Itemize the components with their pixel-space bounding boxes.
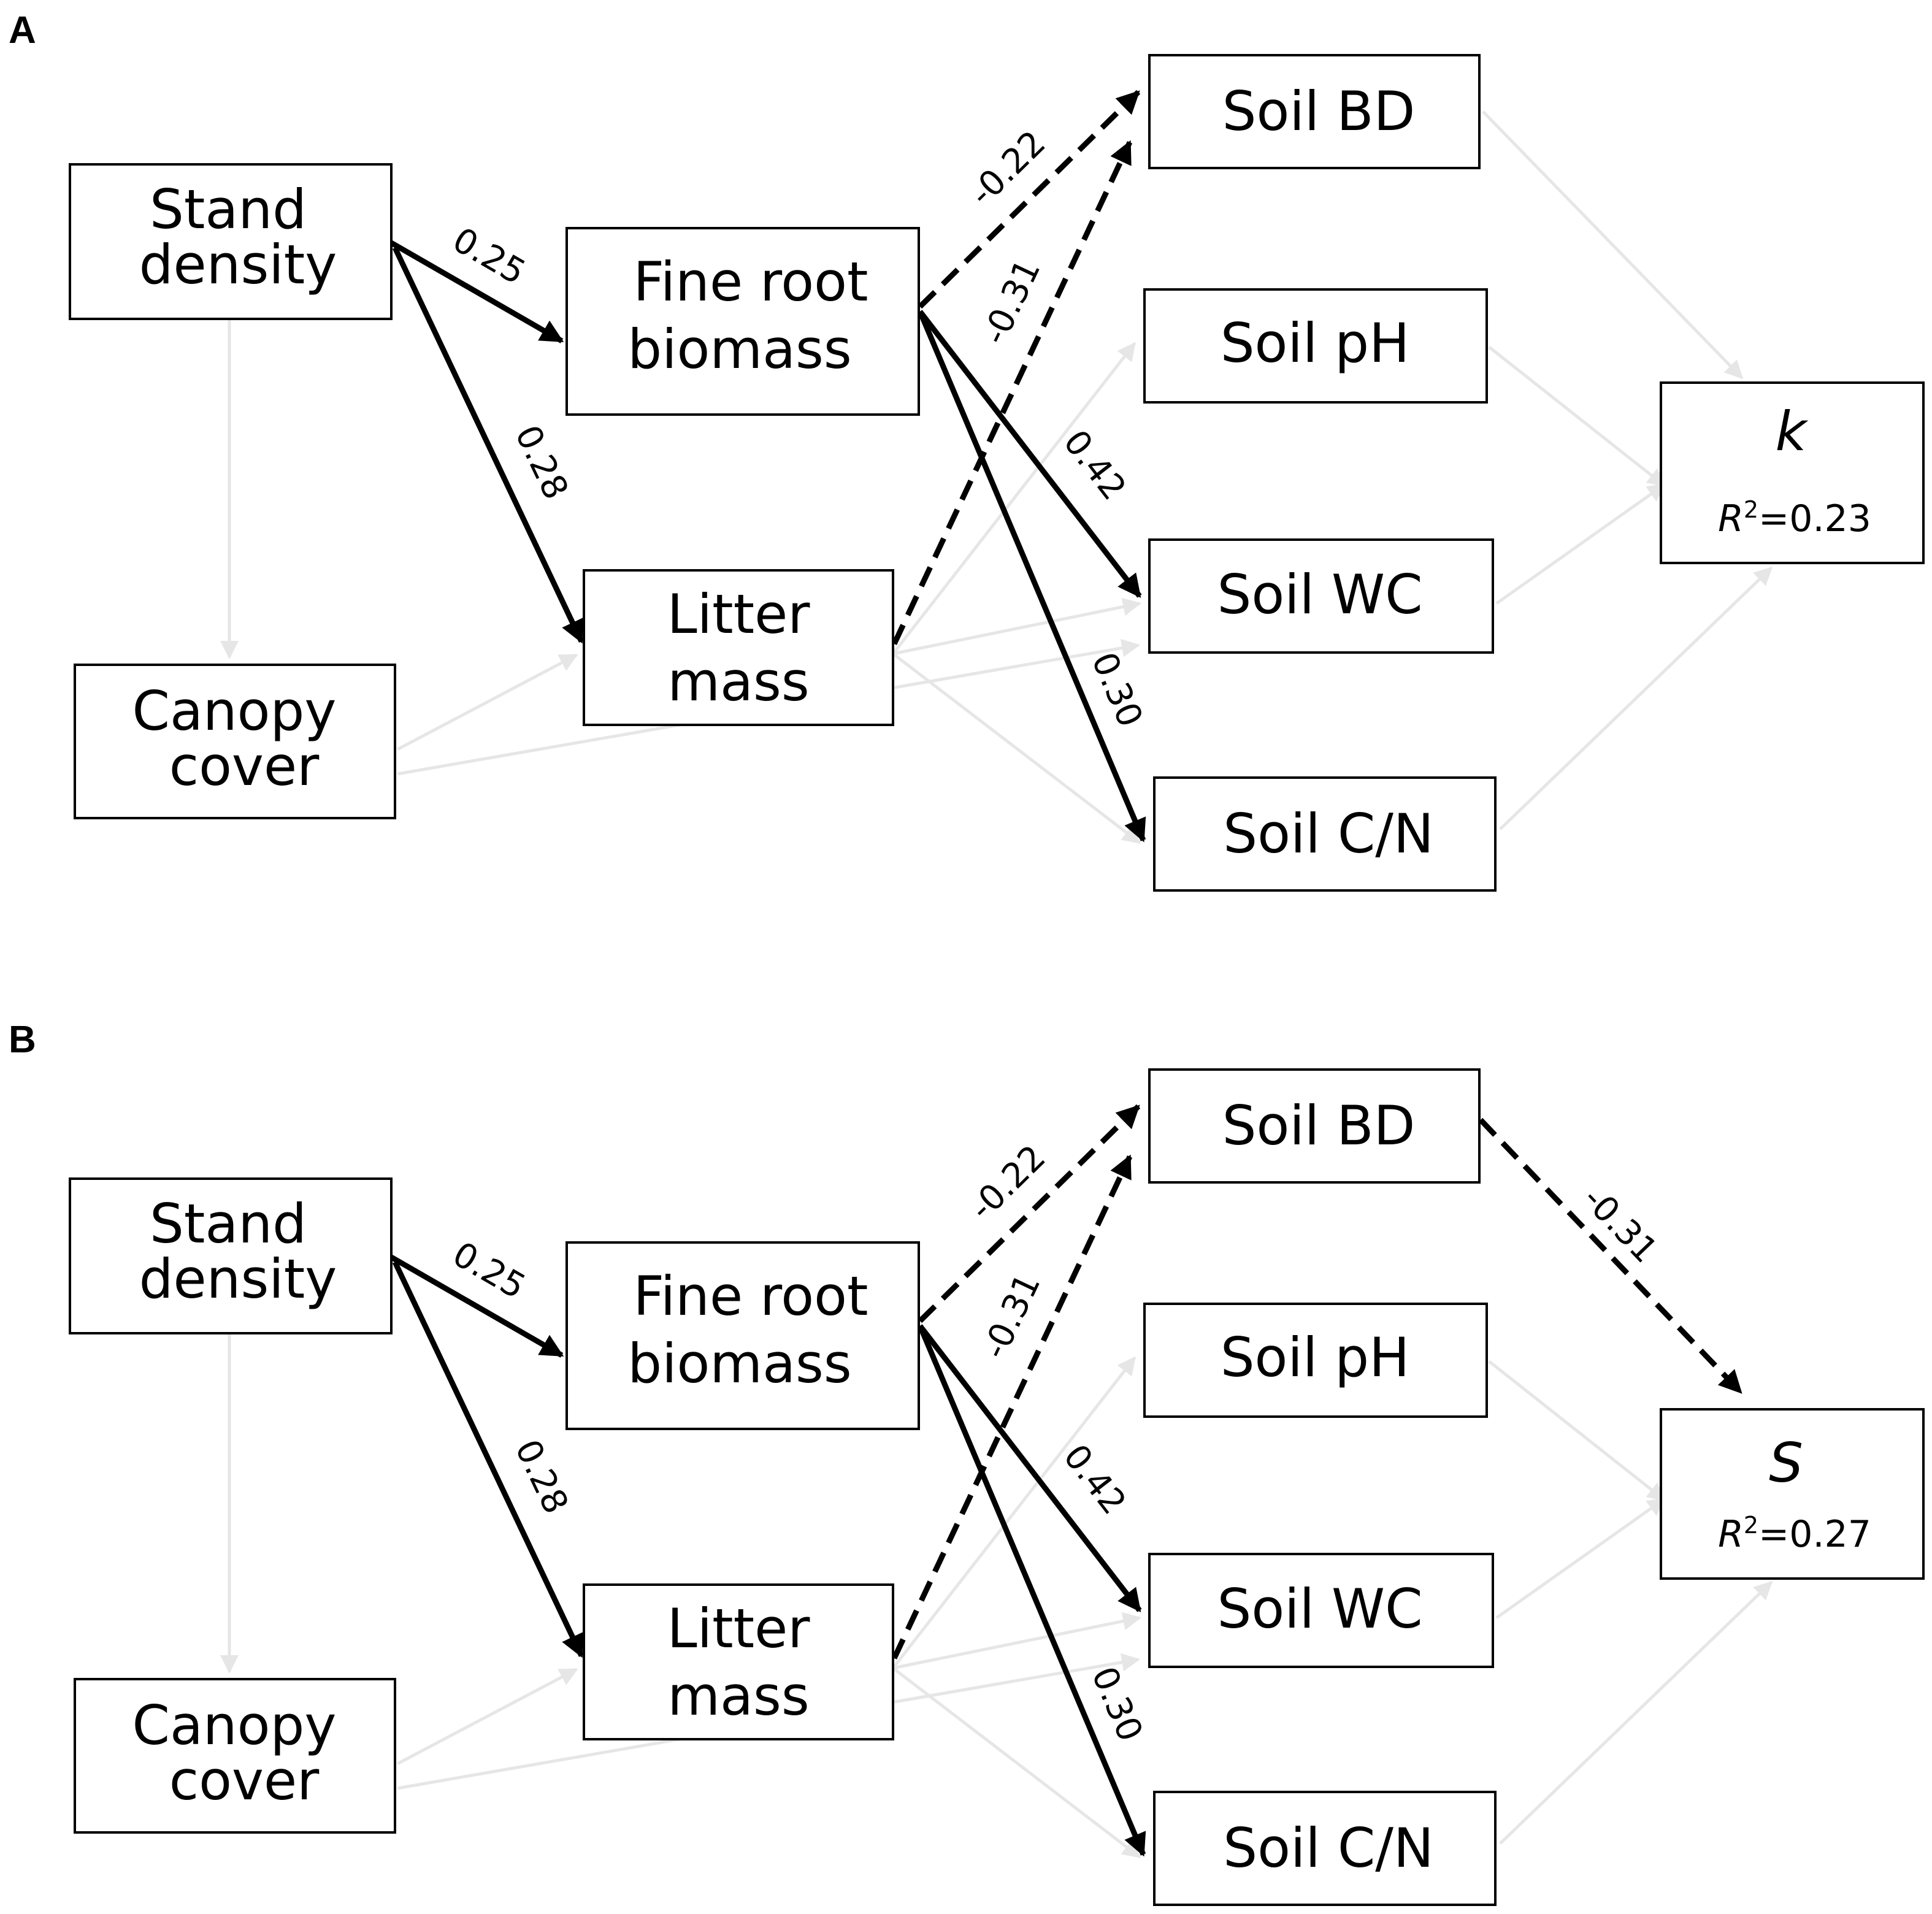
panel-label: A xyxy=(9,9,36,52)
node-outcome: S R2=0.27 xyxy=(1660,1408,1925,1580)
path-fineroot-to-bd xyxy=(918,1104,1141,1323)
faint-path xyxy=(1495,483,1666,605)
faint-path xyxy=(1488,1360,1666,1501)
faint-path xyxy=(892,653,1141,844)
svg-text:cover: cover xyxy=(169,735,320,798)
r-squared: R2=0.23 xyxy=(1718,496,1871,540)
svg-text:biomass: biomass xyxy=(627,318,852,381)
svg-text:Soil BD: Soil BD xyxy=(1222,80,1416,143)
node-soil-cn: Soil C/N xyxy=(1153,776,1497,892)
svg-text:mass: mass xyxy=(667,1664,809,1728)
faint-path xyxy=(892,597,1141,656)
svg-text:Litter: Litter xyxy=(667,1597,811,1660)
node-litter-mass: Litter mass xyxy=(583,569,894,726)
r-squared: R2=0.27 xyxy=(1718,1512,1871,1556)
svg-text:mass: mass xyxy=(667,650,809,713)
path-coefficient: 0.42 xyxy=(1056,1437,1134,1522)
node-fine-root-biomass: Fine root biomass xyxy=(565,1241,920,1430)
faint-path xyxy=(892,342,1136,655)
significant-paths xyxy=(389,1104,1743,1857)
svg-text:Canopy: Canopy xyxy=(132,679,337,743)
svg-text:Soil pH: Soil pH xyxy=(1221,312,1410,375)
svg-text:Soil WC: Soil WC xyxy=(1217,1577,1422,1640)
svg-text:Fine root: Fine root xyxy=(634,1265,868,1328)
svg-text:Soil WC: Soil WC xyxy=(1217,563,1422,626)
significant-paths xyxy=(389,90,1146,843)
panel-a: A 0.25 0.28 -0.22 -0.31 0.42 xyxy=(9,9,1925,892)
faint-path xyxy=(892,1667,1141,1858)
path-stand-to-litter xyxy=(392,1261,585,1658)
faint-path xyxy=(1495,1497,1666,1620)
path-coefficient: 0.28 xyxy=(507,419,576,506)
path-litter-to-bd xyxy=(891,140,1133,645)
svg-text:cover: cover xyxy=(169,1749,320,1812)
node-soil-cn: Soil C/N xyxy=(1153,1791,1497,1906)
svg-text:density: density xyxy=(139,233,337,296)
svg-text:Stand: Stand xyxy=(150,1192,307,1255)
node-soil-bd: Soil BD xyxy=(1148,1068,1481,1184)
node-stand-density: Stand density xyxy=(69,163,393,320)
path-coefficient: 0.42 xyxy=(1056,423,1134,507)
faint-path xyxy=(396,653,578,751)
faint-path xyxy=(892,1612,1141,1670)
path-stand-to-fineroot xyxy=(389,240,564,343)
outcome-variable: S xyxy=(1769,1431,1803,1495)
node-litter-mass: Litter mass xyxy=(583,1583,894,1740)
faint-path xyxy=(1499,566,1773,830)
path-litter-to-bd xyxy=(891,1154,1133,1659)
faint-path xyxy=(892,1356,1136,1669)
outcome-variable: k xyxy=(1776,400,1809,463)
path-stand-to-fineroot xyxy=(389,1255,564,1358)
svg-text:Soil pH: Soil pH xyxy=(1221,1326,1410,1389)
node-outcome: k R2=0.23 xyxy=(1660,381,1925,564)
node-canopy-cover: Canopy cover xyxy=(74,664,396,819)
path-stand-to-litter xyxy=(392,247,585,644)
path-coefficient: 0.28 xyxy=(507,1434,576,1520)
panel-b: B 0.25 0.28 -0.22 -0.31 0.42 0.30 -0. xyxy=(9,1019,1925,1906)
panel-label: B xyxy=(9,1019,36,1061)
path-coefficient: -0.31 xyxy=(1575,1179,1665,1271)
svg-text:biomass: biomass xyxy=(627,1332,852,1395)
path-coefficient: -0.22 xyxy=(962,1138,1054,1228)
node-stand-density: Stand density xyxy=(69,1177,393,1334)
path-fineroot-to-cn xyxy=(917,1325,1146,1857)
svg-text:Soil BD: Soil BD xyxy=(1222,1094,1416,1157)
node-fine-root-biomass: Fine root biomass xyxy=(565,227,920,416)
svg-text:Litter: Litter xyxy=(667,583,811,646)
node-soil-ph: Soil pH xyxy=(1143,288,1488,404)
node-soil-wc: Soil WC xyxy=(1148,538,1494,654)
faint-path xyxy=(1499,1580,1773,1845)
node-soil-bd: Soil BD xyxy=(1148,54,1481,169)
node-soil-wc: Soil WC xyxy=(1148,1553,1494,1668)
faint-path xyxy=(1482,110,1744,380)
faint-path xyxy=(1488,346,1666,487)
path-fineroot-to-wc xyxy=(918,1324,1142,1612)
node-canopy-cover: Canopy cover xyxy=(74,1678,396,1834)
path-coefficient: -0.22 xyxy=(962,123,1054,214)
svg-text:Soil C/N: Soil C/N xyxy=(1223,1816,1434,1880)
svg-text:Canopy: Canopy xyxy=(132,1694,337,1757)
svg-text:density: density xyxy=(139,1247,337,1311)
path-fineroot-to-bd xyxy=(918,90,1141,309)
faint-path xyxy=(396,1667,578,1766)
svg-text:Fine root: Fine root xyxy=(634,250,868,313)
svg-text:Stand: Stand xyxy=(150,178,307,241)
path-fineroot-to-wc xyxy=(918,310,1142,598)
path-fineroot-to-cn xyxy=(917,310,1146,843)
node-soil-ph: Soil pH xyxy=(1143,1303,1488,1418)
nonsignificant-paths xyxy=(220,1333,1773,1858)
path-bd-to-outcome xyxy=(1478,1117,1743,1395)
nonsignificant-paths xyxy=(220,110,1773,844)
svg-text:Soil C/N: Soil C/N xyxy=(1223,802,1434,865)
